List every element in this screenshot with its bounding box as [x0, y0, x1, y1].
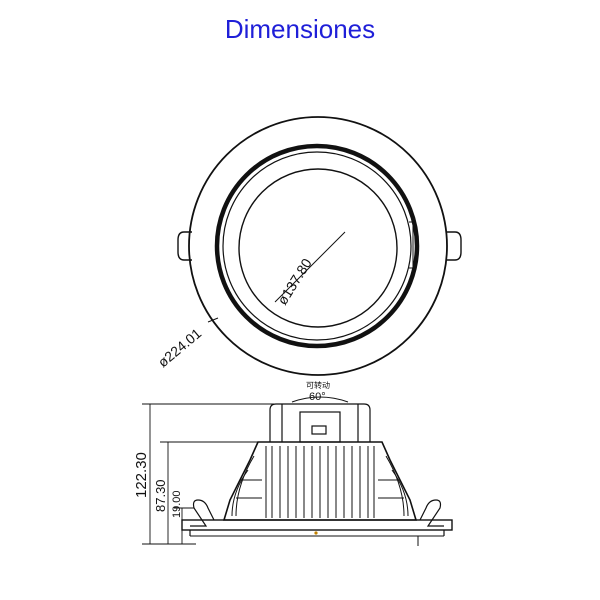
rotation-arc	[291, 396, 349, 403]
angle-label: 60°	[309, 391, 326, 403]
side-view	[142, 396, 453, 546]
page-title: Dimensiones	[224, 14, 376, 44]
height-dimensions	[142, 403, 274, 545]
left-clip	[177, 231, 192, 261]
heatsink-fins	[231, 446, 409, 518]
inner-dim-line	[274, 231, 346, 303]
rotate-label: 可转动	[306, 380, 330, 390]
left-spring-clip	[190, 499, 215, 527]
center-dot	[314, 531, 318, 535]
outer-ring	[188, 116, 448, 376]
outer-dim-leader	[207, 317, 219, 323]
bezel-ring	[214, 143, 420, 349]
driver-box	[269, 403, 371, 442]
outer-diameter-label: ø224.01	[155, 325, 205, 370]
connector	[299, 411, 341, 443]
top-view	[177, 116, 462, 376]
height-total-label: 122.30	[133, 452, 150, 498]
right-clip	[447, 231, 462, 261]
right-spring-clip	[419, 499, 444, 527]
height-base-label: 19.00	[171, 490, 183, 518]
height-body-label: 87.30	[153, 479, 168, 512]
inner-diameter-label: ø137.80	[274, 255, 315, 307]
detail-mark	[409, 221, 414, 269]
connector-slot	[311, 425, 327, 435]
flange	[181, 519, 453, 531]
bezel-inner-ring	[222, 151, 412, 341]
lens-ring	[238, 168, 398, 328]
